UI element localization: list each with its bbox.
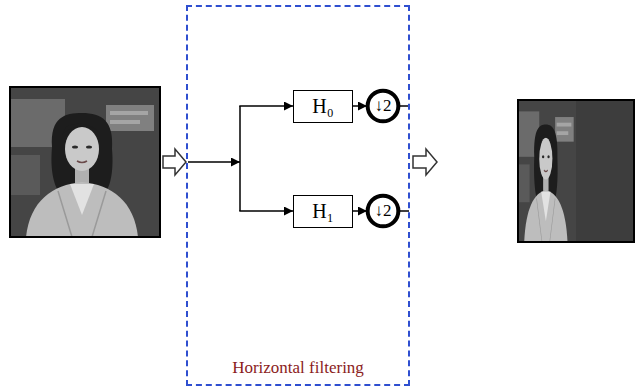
circle-shape: [368, 91, 399, 122]
downsampler-circle: ↓2: [367, 195, 399, 227]
node-label: H₀: [312, 95, 333, 118]
split-wire: [239, 106, 241, 211]
node-label: Horizontal filtering: [232, 358, 364, 378]
downsampler-circle: ↓2: [367, 90, 399, 122]
filter-box: H₁: [293, 195, 353, 228]
branch-wire: [239, 105, 293, 107]
highpass-image: [576, 100, 634, 242]
connector-layer: [353, 106, 367, 211]
image-frame: [10, 87, 160, 237]
output-wire: [399, 210, 409, 212]
signal-arrow: [353, 105, 367, 107]
circle-shape: [368, 196, 399, 227]
filter-box: H₀: [293, 90, 353, 123]
node-label: ↓2: [375, 96, 392, 116]
branch-wire: [239, 210, 293, 212]
filter-region: Horizontal filteringH₀↓2H₁↓2: [186, 5, 410, 386]
input-wire: [188, 161, 240, 163]
image-frame: [518, 100, 634, 242]
signal-arrow: [353, 210, 367, 212]
node-label: H₁: [312, 200, 333, 223]
hollow-arrow: [163, 149, 186, 175]
hollow-arrow: [413, 149, 437, 175]
lowpass-image: [518, 100, 576, 242]
input-image: [10, 87, 160, 237]
node-label: ↓2: [375, 201, 392, 221]
output-wire: [399, 105, 409, 107]
